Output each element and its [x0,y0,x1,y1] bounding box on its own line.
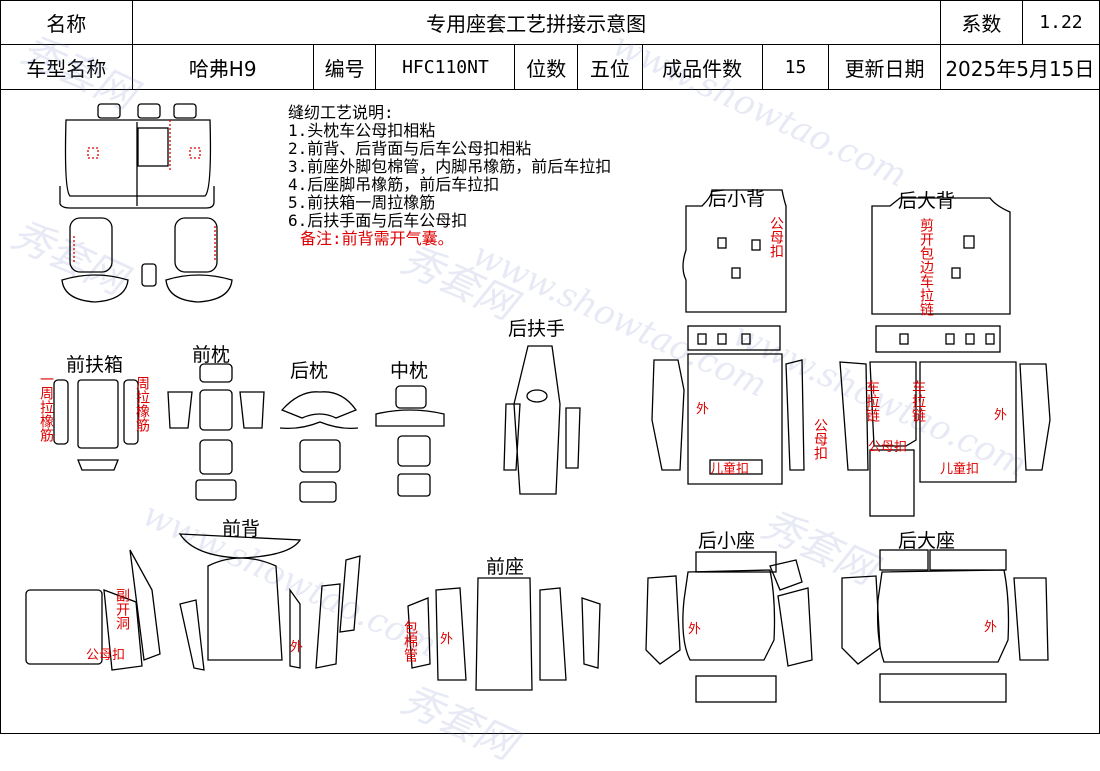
annotation-er-tong-kou: 儿童扣 [940,462,980,477]
sheet-title: 专用座套工艺拼接示意图 [131,0,941,45]
pattern-drawing [25,103,1051,703]
annotation-wai: 外 [688,622,702,637]
annotation-che-la-lian: 车拉链 [910,380,926,422]
label-rear-headrest: 后枕 [290,360,329,382]
seats-label: 位数 [514,44,578,90]
annotation-wai: 外 [994,408,1008,423]
label-rear-small-seat: 后小座 [698,530,756,552]
notes-heading: 缝纫工艺说明: [288,103,394,122]
note-item: 3.前座外脚包棉管，内脚吊橡筋，前后车拉扣 [288,157,612,176]
note-item: 4.后座脚吊橡筋，前后车拉扣 [288,175,500,194]
label-rear-armrest: 后扶手 [508,318,566,340]
annotation-zhou-la-xiang-jin: 一周拉橡筋 [38,372,54,442]
label-mid-headrest: 中枕 [390,360,429,382]
code-label: 编号 [312,44,377,90]
label-front-back: 前背 [222,518,261,540]
coef-label: 系数 [939,0,1023,45]
note-item: 2.前背、后背面与后车公母扣相粘 [288,139,532,158]
annotation-wai: 外 [696,402,710,417]
note-item: 5.前扶箱一周拉橡筋 [288,193,436,212]
label-front-console: 前扶箱 [66,354,124,376]
annotation-er-tong-kou: 儿童扣 [710,462,750,477]
annotation-gong-mu-kou: 公母扣 [768,216,784,258]
label-front-headrest: 前枕 [192,344,231,366]
annotation-bao-mian-guan: 包棉管 [402,620,418,662]
label-front-seat: 前座 [486,556,525,578]
annotation-wai: 外 [440,632,454,647]
note-item: 1.头枕车公母扣相粘 [288,121,436,140]
label-rear-big-back: 后大背 [898,190,956,212]
label-rear-big-seat: 后大座 [898,530,956,552]
notes-remark: 备注:前背需开气囊。 [300,229,454,248]
coef-value: 1.22 [1021,0,1100,45]
model-value: 哈弗H9 [131,44,314,90]
annotation-zhou-la-xiang-jin: 周拉橡筋 [134,376,150,432]
annotation-gong-mu-kou: 公母扣 [812,418,828,460]
seat-overview-icon [59,103,233,303]
code-value: HFC110NT [375,44,516,90]
annotation-che-la-lian: 车拉链 [864,380,880,422]
annotation-wai: 外 [984,620,998,635]
annotation-fu-kai-qi: 副开洞 [114,588,130,630]
sewing-notes: 缝纫工艺说明: 1.头枕车公母扣相粘 2.前背、后背面与后车公母扣相粘 3.前座… [288,104,611,248]
annotation-gong-mu-kou: 公母扣 [868,440,908,455]
label-rear-small-back: 后小背 [708,188,766,210]
pieces-value: 15 [761,44,830,90]
annotation-gong-mu-kou: 公母扣 [86,648,126,663]
model-label: 车型名称 [0,44,133,90]
pieces-label: 成品件数 [641,44,763,90]
header-table: 名称 专用座套工艺拼接示意图 系数 1.22 车型名称 哈弗H9 编号 HFC1… [0,0,1100,90]
annotation-jian-kai: 剪开包边车拉链 [918,218,934,316]
annotation-wai: 外 [290,640,304,655]
seats-value: 五位 [577,44,643,90]
date-label: 更新日期 [828,44,941,90]
note-item: 6.后扶手面与后车公母扣 [288,211,468,230]
date-value: 2025年5月15日 [939,44,1100,90]
name-label: 名称 [0,0,133,45]
